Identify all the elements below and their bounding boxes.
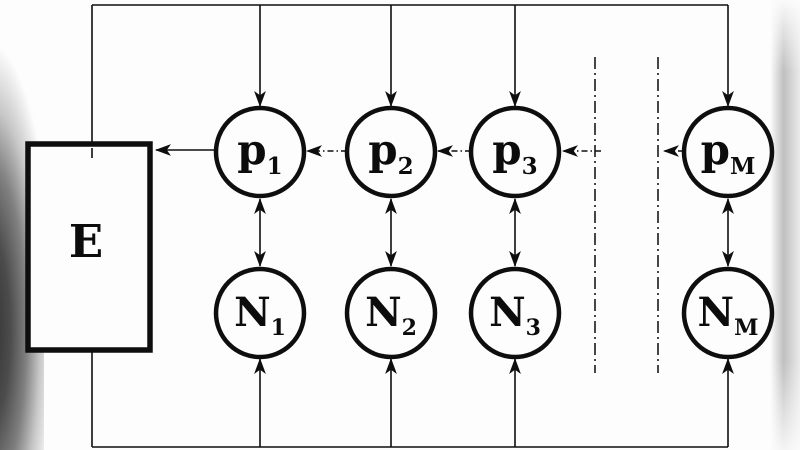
nm-node-label: NM [698, 289, 759, 341]
n1-node [213, 266, 307, 360]
pm-node-label: pM [701, 125, 756, 180]
p2-node-label: p2 [368, 125, 413, 180]
n3-node [468, 266, 562, 360]
n2-node [344, 266, 438, 360]
energy-block [25, 141, 153, 353]
n2-node-label: N2 [365, 289, 417, 341]
p3-node-label: p3 [492, 125, 537, 180]
n1-node-label: N1 [234, 289, 286, 341]
p1-node-label: p1 [237, 125, 282, 180]
n3-node-label: N3 [489, 289, 541, 341]
pm-node [681, 105, 775, 199]
p3-node [468, 105, 562, 199]
p1-node [213, 105, 307, 199]
energy-block-label: E [69, 215, 103, 268]
p2-node [344, 105, 438, 199]
nm-node [681, 266, 775, 360]
